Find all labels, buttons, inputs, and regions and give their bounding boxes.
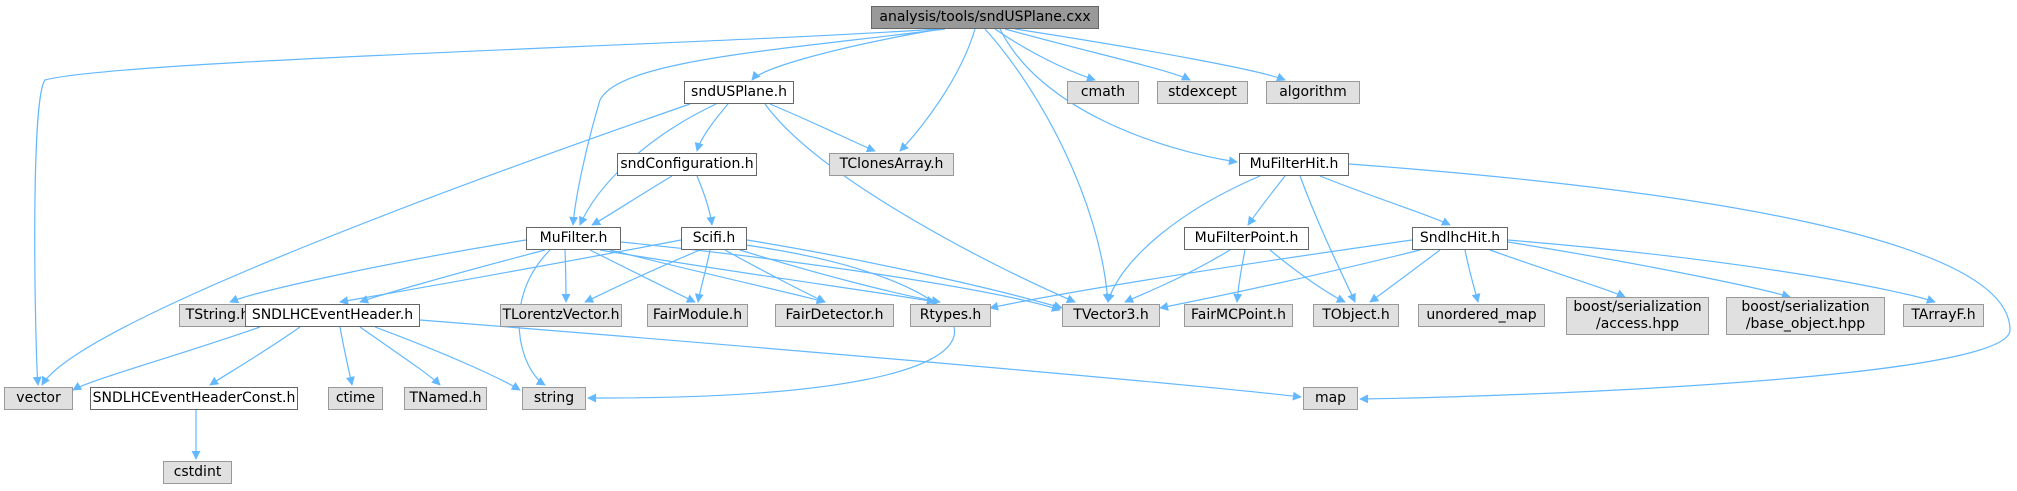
edge-sndusplane-to-tclonesarray: [769, 103, 876, 153]
node-tvector3-h[interactable]: TVector3.h: [1062, 304, 1160, 327]
node-fairmcpoint-h[interactable]: FairMCPoint.h: [1184, 304, 1293, 327]
node-sndlhchit-h[interactable]: SndlhcHit.h: [1412, 227, 1508, 250]
edge-sndconfiguration-to-mufilter: [591, 175, 673, 226]
edge-root-to-tclonesarray: [899, 28, 976, 152]
edge-mufilterhit-to-tobject: [1299, 175, 1356, 303]
node-tobject-h[interactable]: TObject.h: [1313, 304, 1399, 327]
edge-root-to-vector: [32, 28, 939, 386]
edge-root-to-mufilter: [569, 28, 946, 226]
edge-root-to-cmath: [994, 28, 1096, 82]
edge-sndlhceventheader-to-ctime: [339, 326, 355, 386]
edge-sndlhchit-to-unordered-map: [1464, 249, 1481, 303]
node-tarrayf-h[interactable]: TArrayF.h: [1903, 304, 1984, 327]
edge-mufilterhit-to-sndlhchit: [1319, 175, 1451, 226]
edge-mufilterhit-to-mufilterpoint: [1247, 175, 1286, 226]
node-tnamed-h[interactable]: TNamed.h: [404, 387, 487, 410]
edge-sndlhceventheader-to-sndlhceventheaderconst: [209, 326, 301, 386]
edge-scifi-to-sndlhceventheader: [339, 239, 682, 306]
edge-sndlhchit-to-tarrayf: [1507, 239, 1936, 304]
edge-scifi-to-tlorentzvector: [584, 249, 701, 303]
edge-mufilterhit-to-map: [1348, 163, 2011, 404]
edge-mufilterpoint-to-tobject: [1269, 249, 1346, 303]
node-map[interactable]: map: [1303, 387, 1358, 410]
node-stdexcept[interactable]: stdexcept: [1157, 81, 1248, 104]
edge-sndusplane-to-tvector3: [764, 103, 1076, 303]
edge-mufilter-to-fairmodule: [589, 249, 696, 303]
edge-scifi-to-fairdetector: [724, 249, 826, 303]
node-tclonesarray-h[interactable]: TClonesArray.h: [829, 153, 954, 176]
edge-root-to-sndusplane: [751, 28, 941, 81]
edge-root-to-tvector3: [984, 28, 1112, 303]
node-cstdint[interactable]: cstdint: [163, 461, 232, 484]
edge-sndlhceventheader-to-vector: [72, 326, 261, 391]
edge-sndlhchit-to-tvector3: [1159, 249, 1421, 311]
edge-mufilterhit-to-tvector3: [1105, 175, 1261, 303]
edge-scifi-to-string: [587, 244, 956, 403]
edge-mufilter-to-rtypes: [599, 249, 936, 305]
node-mufilterhit-h[interactable]: MuFilterHit.h: [1239, 153, 1349, 176]
edge-sndusplane-to-vector: [41, 103, 691, 386]
edge-scifi-to-tvector3: [746, 239, 1063, 311]
edge-scifi-to-fairmodule: [694, 249, 711, 303]
node-fairdetector-h[interactable]: FairDetector.h: [775, 304, 894, 327]
node-boost-access-hpp[interactable]: boost/serialization /access.hpp: [1566, 297, 1709, 335]
edge-root-to-stdexcept: [1004, 28, 1191, 81]
node-sndlhceventheaderconst-h[interactable]: SNDLHCEventHeaderConst.h: [90, 387, 298, 410]
edge-mufilterpoint-to-tvector3: [1124, 249, 1231, 303]
node-snduspane-h[interactable]: sndUSPlane.h: [684, 81, 794, 104]
node-tlorentzvector-h[interactable]: TLorentzVector.h: [500, 304, 622, 327]
node-string[interactable]: string: [522, 387, 586, 410]
edge-mufilterpoint-to-fairmcpoint: [1233, 249, 1246, 303]
edge-mufilter-to-sndlhceventheader: [359, 249, 546, 304]
edge-sndusplane-to-sndconfiguration: [694, 103, 729, 152]
edge-sndconfiguration-to-scifi: [696, 175, 716, 226]
node-vector[interactable]: vector: [4, 387, 73, 410]
node-boost-base-object-hpp[interactable]: boost/serialization /base_object.hpp: [1726, 297, 1885, 335]
node-unordered-map[interactable]: unordered_map: [1418, 304, 1545, 327]
node-fairmodule-h[interactable]: FairModule.h: [647, 304, 748, 327]
edge-root-to-algorithm: [1014, 28, 1286, 82]
edge-sndlhchit-to-boost-base-object: [1507, 241, 1791, 299]
edge-sndlhceventheader-to-map: [419, 319, 1302, 401]
edge-sndlhceventheader-to-tnamed: [359, 326, 441, 386]
node-rtypes-h[interactable]: Rtypes.h: [910, 304, 991, 327]
node-scifi-h[interactable]: Scifi.h: [681, 227, 747, 250]
node-root-file[interactable]: analysis/tools/sndUSPlane.cxx: [871, 6, 1099, 29]
edge-mufilter-to-fairdetector: [609, 249, 826, 305]
edge-sndlhchit-to-rtypes: [989, 239, 1413, 311]
node-sndlhceventheader-h[interactable]: SNDLHCEventHeader.h: [245, 304, 420, 327]
node-sndconfiguration-h[interactable]: sndConfiguration.h: [617, 153, 757, 176]
node-cmath[interactable]: cmath: [1067, 81, 1139, 104]
edge-mufilter-to-string: [518, 249, 551, 386]
node-ctime[interactable]: ctime: [328, 387, 383, 410]
edge-mufilter-to-tlorentzvector: [561, 249, 571, 303]
edge-scifi-to-rtypes: [739, 249, 941, 306]
edge-mufilter-to-tvector3: [620, 241, 1061, 312]
edge-root-to-mufilterhit: [999, 28, 1238, 166]
node-algorithm[interactable]: algorithm: [1266, 81, 1360, 104]
node-mufilterpoint-h[interactable]: MuFilterPoint.h: [1184, 227, 1309, 250]
edge-sndlhchit-to-boost-access: [1489, 249, 1626, 298]
node-mufilter-h[interactable]: MuFilter.h: [526, 227, 621, 250]
edge-sndlhchit-to-tobject: [1369, 249, 1441, 303]
edge-mufilter-to-tstring: [229, 239, 527, 304]
edge-sndlhceventheader-to-string: [374, 326, 521, 391]
